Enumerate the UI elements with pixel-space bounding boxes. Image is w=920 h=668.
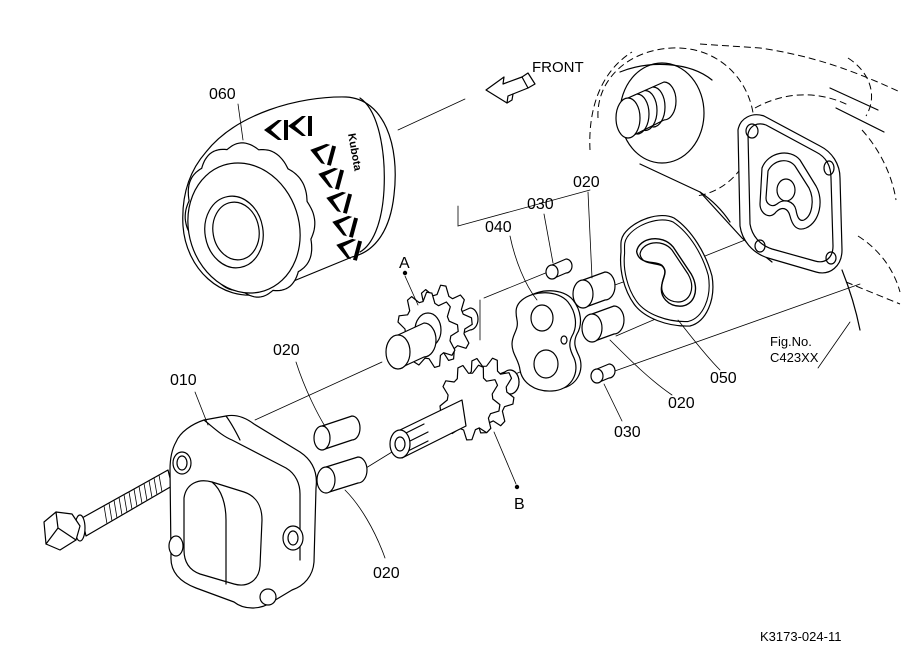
flange-bolt-hole bbox=[825, 251, 837, 265]
flange-bolt-hole bbox=[823, 160, 835, 176]
bolt-thread-line bbox=[123, 494, 128, 513]
cover-bolt bbox=[43, 469, 173, 551]
cover-bolt-hole bbox=[172, 451, 192, 475]
point-b-marker bbox=[514, 484, 520, 490]
oil-pump-cover bbox=[168, 414, 317, 609]
drawing-number: K3173-024-11 bbox=[760, 629, 841, 644]
callout-030-upper: 030 bbox=[527, 196, 554, 213]
cover-raised-block bbox=[183, 480, 263, 586]
gear-b bbox=[389, 357, 520, 459]
point-a-marker bbox=[402, 270, 408, 276]
figure-ref-number: C423XX bbox=[770, 350, 819, 365]
plate-gear-hole bbox=[530, 304, 554, 332]
rotor-bore bbox=[776, 178, 796, 202]
flange-bolt-hole bbox=[745, 123, 759, 139]
bushing-left bbox=[313, 415, 361, 451]
cover-bolt-hole bbox=[282, 525, 304, 551]
filter-chevron bbox=[336, 238, 363, 261]
callout-020-upper: 020 bbox=[573, 174, 600, 191]
bolt-threads bbox=[103, 474, 163, 525]
bolt-thread-line bbox=[128, 491, 133, 510]
pump-plate bbox=[511, 290, 582, 392]
bolt-thread-line bbox=[143, 482, 148, 501]
plate-gear-hole bbox=[533, 349, 559, 379]
callout-030-lower: 030 bbox=[614, 424, 641, 441]
gasket-cutout bbox=[639, 242, 693, 303]
labels: FRONT 060 040 030 020 A 020 010 050 020 … bbox=[170, 59, 841, 644]
callout-010: 010 bbox=[170, 372, 197, 389]
filter-chevron bbox=[318, 167, 345, 190]
dowel-pin-lower bbox=[590, 363, 616, 384]
pump-mounting-flange bbox=[737, 114, 843, 274]
cover-bolt-hole bbox=[168, 535, 184, 557]
bolt-thread-line bbox=[153, 477, 158, 496]
bolt-thread-line bbox=[138, 485, 143, 504]
filter-stripe-graphic bbox=[264, 116, 363, 261]
figure-ref-label: Fig.No. bbox=[770, 334, 812, 349]
leader-lines bbox=[194, 103, 851, 559]
callout-020-bottom: 020 bbox=[373, 565, 400, 582]
plate-pin-hole bbox=[560, 335, 568, 345]
callout-020-lower-right: 020 bbox=[668, 395, 695, 412]
bolt-thread-line bbox=[148, 480, 153, 499]
threaded-boss bbox=[615, 81, 677, 139]
oil-passage bbox=[759, 152, 821, 230]
point-a-label: A bbox=[399, 255, 410, 272]
cover-bolt-hole bbox=[259, 588, 277, 606]
callout-040: 040 bbox=[485, 219, 512, 236]
oil-filter: Kubota bbox=[182, 96, 396, 298]
filter-chevron bbox=[332, 215, 359, 238]
filter-chevron bbox=[288, 116, 312, 136]
bushing-lower-right bbox=[581, 305, 625, 343]
gear-a bbox=[385, 284, 479, 370]
bushing-bottom bbox=[316, 456, 368, 494]
gasket bbox=[619, 214, 714, 327]
callout-020-left: 020 bbox=[273, 342, 300, 359]
bolt-thread-line bbox=[118, 496, 123, 516]
callout-050: 050 bbox=[710, 370, 737, 387]
bushing-upper bbox=[572, 271, 616, 309]
filter-chevron bbox=[326, 191, 353, 214]
bolt-thread-line bbox=[103, 505, 108, 525]
dowel-pin-upper bbox=[545, 258, 573, 280]
bolt-thread-line bbox=[108, 502, 113, 522]
front-direction-arrow bbox=[485, 72, 536, 104]
filter-chevron bbox=[310, 143, 337, 166]
bolt-thread-line bbox=[158, 474, 163, 493]
point-b-label: B bbox=[514, 496, 525, 513]
callout-060: 060 bbox=[209, 86, 236, 103]
front-label: FRONT bbox=[532, 59, 584, 76]
bolt-thread-line bbox=[113, 499, 118, 519]
filter-chevron bbox=[264, 120, 288, 140]
engine-block bbox=[589, 43, 901, 331]
flange-bolt-hole bbox=[754, 239, 766, 253]
bolt-thread-line bbox=[133, 488, 138, 507]
